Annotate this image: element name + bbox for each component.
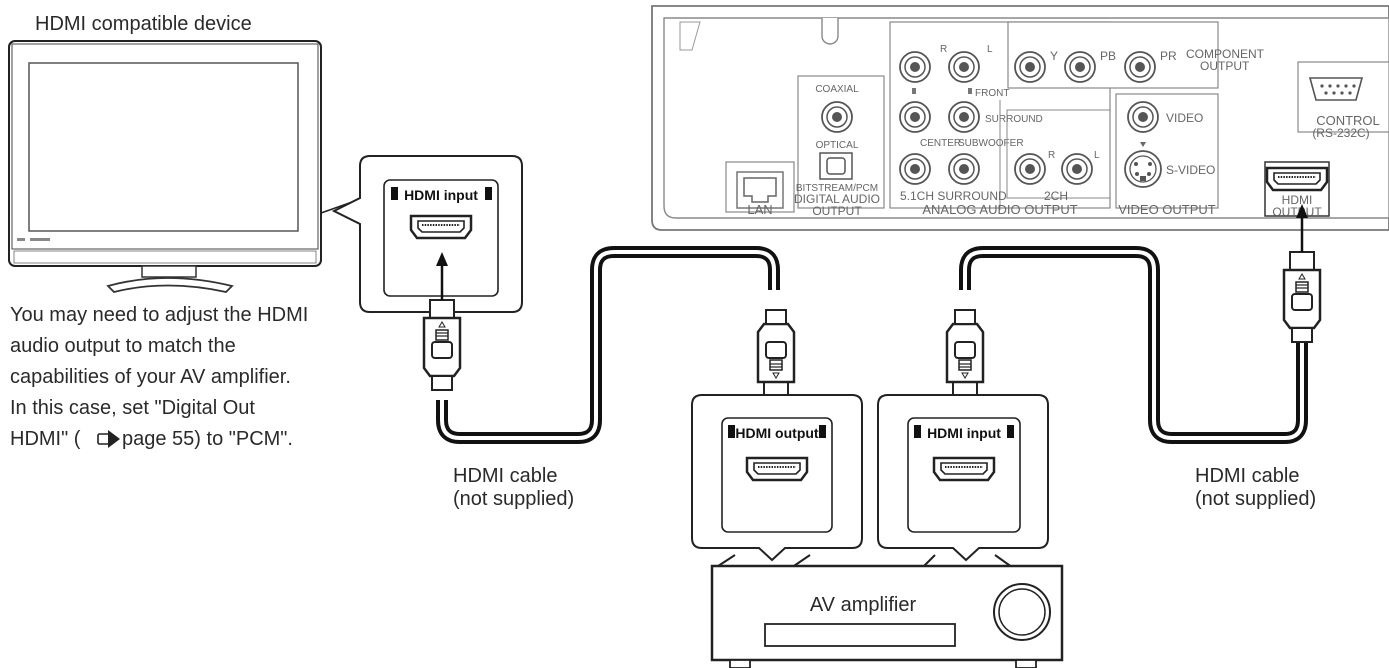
cable-left-label-1: HDMI cable — [453, 465, 557, 487]
analog-audio-output-label: ANALOG AUDIO OUTPUT — [922, 202, 1077, 217]
pr-label: PR — [1160, 49, 1177, 63]
video-jack-icon — [1127, 101, 1159, 133]
amp-hdmi-input-port-icon — [932, 456, 996, 482]
front-r-jack-icon — [899, 51, 931, 83]
player-side-plug-icon — [1282, 250, 1322, 344]
video-label: VIDEO — [1166, 111, 1203, 125]
subwoofer-label: SUBWOOFER — [958, 138, 1024, 149]
coaxial-label: COAXIAL — [815, 84, 859, 95]
volume-knob-icon — [993, 583, 1051, 641]
page-ref-arrow-icon — [97, 430, 120, 448]
tv-side-plug-icon — [422, 298, 462, 392]
surround-l-jack-icon — [948, 101, 980, 133]
note-line-5b: page 55) to "PCM". — [122, 428, 293, 450]
bitstream-label: BITSTREAM/PCM — [796, 183, 878, 194]
coaxial-jack-icon — [821, 101, 853, 133]
rs232c-label: (RS-232C) — [1312, 126, 1369, 140]
amp-hdmi-output-label: HDMI output — [735, 425, 819, 441]
note-block: You may need to adjust the HDMI audio ou… — [10, 304, 308, 450]
y-jack-icon — [1014, 51, 1046, 83]
note-line-1: You may need to adjust the HDMI — [10, 304, 308, 326]
svideo-jack-icon — [1124, 150, 1162, 188]
ch2-l-jack-icon — [1061, 153, 1093, 185]
component-label: COMPONENT — [1186, 47, 1265, 61]
surround-label: SURROUND — [985, 114, 1043, 125]
tv-hdmi-input-label: HDMI input — [404, 187, 478, 203]
ch2-r-label: R — [1048, 150, 1055, 161]
player-hdmi-label: HDMI — [1282, 193, 1313, 207]
digital-audio-label: DIGITAL AUDIO — [794, 192, 880, 206]
optical-jack-icon — [819, 152, 853, 180]
player-back-panel: LAN COAXIAL OPTICAL BITSTREAM/PCM DIGITA… — [651, 5, 1389, 231]
center-jack-icon — [899, 153, 931, 185]
front-r-label: R — [940, 44, 947, 55]
amp-hdmi-output-callout: HDMI output — [691, 394, 863, 562]
player-hdmi-port-icon — [1265, 166, 1329, 192]
lan-label: LAN — [747, 202, 772, 217]
amp-hdmi-output-port-icon — [745, 456, 809, 482]
ch2-l-label: L — [1094, 150, 1100, 161]
ch2-r-jack-icon — [1014, 153, 1046, 185]
note-line-5a: HDMI" ( — [10, 428, 81, 450]
amp-hdmi-input-label: HDMI input — [927, 425, 1001, 441]
pr-jack-icon — [1124, 51, 1156, 83]
amp-hdmi-input-callout: HDMI input — [877, 394, 1049, 562]
control-label: CONTROL — [1316, 113, 1380, 128]
front-l-label: L — [987, 44, 993, 55]
video-output-label: VIDEO OUTPUT — [1118, 202, 1216, 217]
cable-left-label-2: (not supplied) — [453, 488, 574, 510]
note-line-2: audio output to match the — [10, 335, 236, 357]
av-amplifier: AV amplifier — [710, 554, 1064, 668]
surround-r-jack-icon — [899, 101, 931, 133]
component-group: Y PB PR COMPONENT OUTPUT — [1007, 21, 1265, 89]
control-port: CONTROL (RS-232C) — [1297, 61, 1389, 140]
tv-hdmi-input-callout: HDMI input — [331, 155, 523, 313]
tv-title: HDMI compatible device — [35, 13, 252, 35]
pb-jack-icon — [1064, 51, 1096, 83]
pb-label: PB — [1100, 49, 1116, 63]
optical-label: OPTICAL — [816, 140, 859, 151]
player-hdmi-output-label: OUTPUT — [1272, 205, 1322, 219]
amp-in-plug-icon — [945, 308, 985, 402]
front-l-jack-icon — [948, 51, 980, 83]
tv-device: HDMI compatible device — [8, 13, 356, 293]
digital-audio-output-label: OUTPUT — [812, 204, 862, 218]
cable-right-label-2: (not supplied) — [1195, 488, 1316, 510]
y-label: Y — [1050, 49, 1058, 63]
tv-hdmi-port-icon — [409, 214, 473, 240]
surround51-label: 5.1CH SURROUND — [900, 189, 1007, 203]
player-hdmi-output: HDMI OUTPUT — [1264, 161, 1330, 219]
digital-audio-group: COAXIAL OPTICAL BITSTREAM/PCM DIGITAL AU… — [794, 75, 885, 218]
component-output-label: OUTPUT — [1200, 59, 1250, 73]
amp-name: AV amplifier — [810, 594, 917, 616]
front-label: FRONT — [975, 88, 1009, 99]
note-line-3: capabilities of your AV amplifier. — [10, 366, 291, 388]
lan-port: LAN — [725, 161, 795, 217]
note-line-4: In this case, set "Digital Out — [10, 397, 255, 419]
amp-display-panel — [764, 623, 956, 647]
cable-right-label-1: HDMI cable — [1195, 465, 1299, 487]
amp-out-plug-icon — [756, 308, 796, 402]
video-group: VIDEO S-VIDEO VIDEO OUTPUT — [1115, 93, 1219, 217]
center-label: CENTER — [920, 138, 961, 149]
cable-right: HDMI cable (not supplied) — [945, 204, 1322, 510]
ch2-label: 2CH — [1044, 189, 1068, 203]
svideo-label: S-VIDEO — [1166, 163, 1215, 177]
subwoofer-jack-icon — [948, 153, 980, 185]
cable-left: HDMI cable (not supplied) — [422, 246, 796, 510]
